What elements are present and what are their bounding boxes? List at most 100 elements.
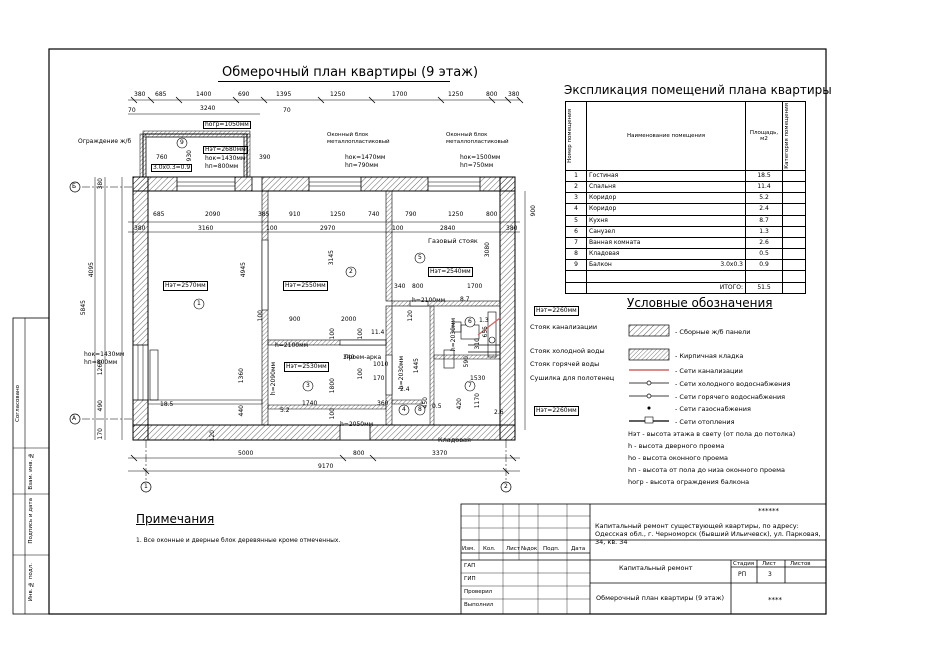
stage-value: РП xyxy=(738,571,747,578)
dim-label: 100 xyxy=(329,328,336,340)
dim-label: 340 xyxy=(394,283,406,290)
dim-label: 3145 xyxy=(328,250,335,266)
role-label: Выполнил xyxy=(464,602,494,608)
legend-title: Условные обозначения xyxy=(627,296,773,310)
legend-item: - Сети отопления xyxy=(675,418,735,426)
dim-label: 2970 xyxy=(320,225,336,232)
legend-item: - Сети канализации xyxy=(675,367,743,375)
header-name: Наименование помещения xyxy=(586,101,746,171)
axis-label-1: 1 xyxy=(144,483,148,490)
dim-label: 1740 xyxy=(302,400,318,407)
wall-right xyxy=(499,176,516,441)
side-stamp-agreed: Согласовано xyxy=(15,385,21,422)
dim-label: 910 xyxy=(289,211,301,218)
header-area: Площадь, м2 xyxy=(745,101,783,171)
room-number: 6 xyxy=(468,318,472,325)
dim-label: 70 xyxy=(128,107,136,114)
room-area: 5.2 xyxy=(280,407,290,414)
dim-label: 100 xyxy=(329,408,336,420)
label-cold-riser: Стояк холодной воды xyxy=(530,347,605,355)
axis-markers xyxy=(69,181,512,493)
dim-label: 380 xyxy=(508,91,520,98)
dim-label: 790 xyxy=(405,211,417,218)
dim-label: 2840 xyxy=(440,225,456,232)
col-header: Изм. xyxy=(462,546,475,552)
dim-label: 1700 xyxy=(392,91,408,98)
stage-header: Лист xyxy=(762,561,776,567)
label: hок=1430мм xyxy=(205,155,246,162)
col-header: Кол. xyxy=(483,546,496,552)
notes-text: 1. Все оконные и дверные блок деревянные… xyxy=(136,537,341,544)
label: h=2050мм xyxy=(340,421,374,428)
label-towel-dryer: Сушилка для полотенец xyxy=(530,374,615,382)
label: hп=800мм xyxy=(84,359,118,366)
dim-label: 2000 xyxy=(341,316,357,323)
dim-label: 900 xyxy=(289,316,301,323)
label: 3.0х0.3=0.9 xyxy=(151,164,193,172)
role-label: Проверил xyxy=(464,589,493,595)
legend-note: Нэт - высота этажа в свету (от пола до п… xyxy=(628,430,796,438)
label-balcony-rail: Ограждение ж/б xyxy=(78,138,132,145)
dim-label: 420 xyxy=(456,398,463,410)
room-number: 2 xyxy=(349,268,353,275)
dim-label: 170 xyxy=(97,428,104,440)
wall-bottom xyxy=(132,424,516,441)
col-header: №док xyxy=(521,546,538,552)
legend-symbols xyxy=(628,324,670,424)
dim-label: 310 xyxy=(474,338,481,350)
dim-label: 385 xyxy=(258,211,270,218)
room-area: 2.6 xyxy=(494,409,504,416)
axis-1-marker xyxy=(140,481,152,493)
dim-label: 490 xyxy=(97,400,104,412)
dim-label: 1395 xyxy=(276,91,292,98)
label: hок=1430мм xyxy=(84,351,125,358)
legend-note: hо - высота оконного проема xyxy=(628,454,728,462)
legend-item: - Сети холодного водоснабжения xyxy=(675,380,791,388)
label: h=2100мм xyxy=(275,342,309,349)
side-stamp-sign: Подпись и дата xyxy=(28,498,34,544)
wall-left xyxy=(132,176,149,441)
header-num: Номер помещения xyxy=(567,108,573,163)
dim-label: 800 xyxy=(486,211,498,218)
room-area: 8.7 xyxy=(460,296,470,303)
dim-label: 70 xyxy=(283,107,291,114)
dim-label: 380 xyxy=(506,225,518,232)
dim-label: 1250 xyxy=(448,211,464,218)
dim-label: 800 xyxy=(412,283,424,290)
label: Нэт=2530мм xyxy=(284,362,329,372)
label-window: Оконный блок металлопластиковый xyxy=(327,132,390,145)
side-stamp-orig: Инв. № подл. xyxy=(28,563,34,602)
room-number: 5 xyxy=(418,254,422,261)
label: hок=1470мм xyxy=(345,154,386,161)
room-number: 3 xyxy=(306,382,310,389)
dim-label: 380 xyxy=(134,91,146,98)
stamp-stage-name: Капитальный ремонт xyxy=(619,564,693,572)
stamp-code: ****** xyxy=(758,507,779,515)
label-gas-riser: Газовый стояк xyxy=(428,237,478,245)
axis-b-marker xyxy=(69,181,81,193)
dim-label: 5000 xyxy=(238,450,254,457)
side-stamp-inv: Взам. инв. № xyxy=(28,452,34,490)
label: hп=750мм xyxy=(460,162,494,169)
label: Нэт=2260мм xyxy=(534,306,579,316)
stamp-sheet-name: Обмерочный план квартиры (9 этаж) xyxy=(596,594,725,602)
label: h=2100мм xyxy=(412,297,446,304)
side-stamp-frame xyxy=(12,317,50,615)
title-block xyxy=(460,503,827,615)
label: hогр=1050мм xyxy=(203,121,251,129)
dim-label: 100 xyxy=(357,368,364,380)
dim-label: 1530 xyxy=(470,375,486,382)
dim-label: 3240 xyxy=(200,105,216,112)
legend-item: - Сети газоснабжения xyxy=(675,405,751,413)
dim-label: 1360 xyxy=(238,368,245,384)
axis-2-marker xyxy=(500,481,512,493)
dim-label: 100 xyxy=(392,225,404,232)
label-sewer-riser: Стояк канализации xyxy=(530,323,598,331)
col-header: Лист xyxy=(506,546,520,552)
dim-label: 800 xyxy=(353,450,365,457)
axis-label-2: 2 xyxy=(504,483,508,490)
dim-label: 930 xyxy=(186,150,193,162)
